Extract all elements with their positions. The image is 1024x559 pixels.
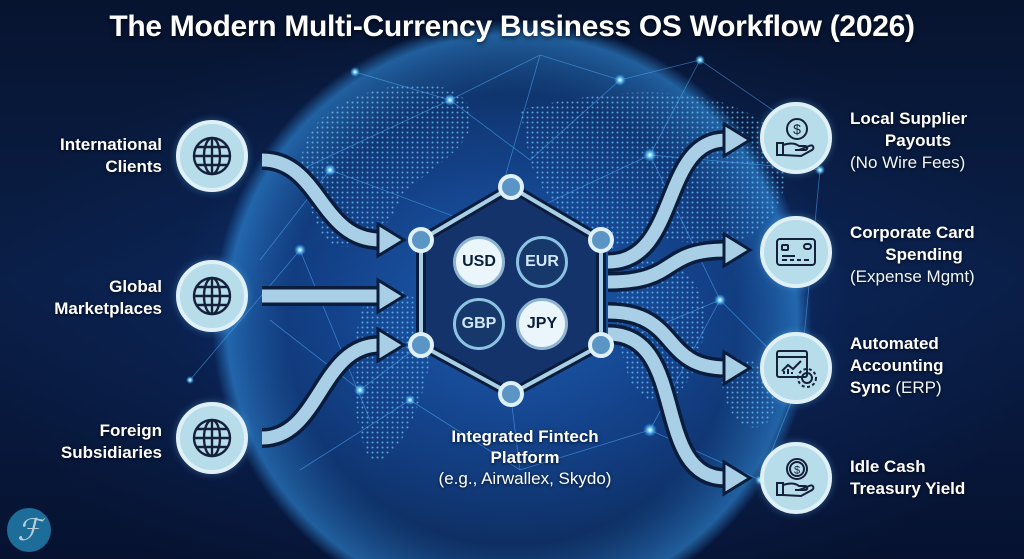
arrow-international-clients <box>261 150 407 259</box>
currency-usd: USD <box>453 236 505 288</box>
source-label-international-clients: International Clients <box>59 135 162 176</box>
page-title: The Modern Multi-Currency Business OS Wo… <box>109 10 915 43</box>
output-corporate-card-spending <box>760 216 832 288</box>
currency-gbp: GBP <box>453 298 505 350</box>
arrow-automated-accounting <box>607 302 753 387</box>
svg-text:$: $ <box>794 465 800 477</box>
hub-node-bottom-left <box>408 332 434 358</box>
hub-node-top-left <box>408 227 434 253</box>
output-idle-cash-treasury-yield: $ <box>760 442 832 514</box>
globe-icon <box>192 418 232 458</box>
hub-node-top <box>498 174 524 200</box>
output-label-local-supplier-payouts: Local Supplier Payouts (No Wire Fees) <box>850 109 968 172</box>
hub-node-bottom <box>498 381 524 407</box>
globe-icon <box>192 136 232 176</box>
arrow-idle-cash-treasury <box>607 324 753 497</box>
currency-jpy: JPY <box>516 298 568 350</box>
output-label-idle-cash-treasury-yield: Idle Cash Treasury Yield <box>850 457 966 498</box>
arrow-corporate-card-spending <box>607 231 753 292</box>
currency-eur: EUR <box>516 236 568 288</box>
hub-node-bottom-right <box>588 332 614 358</box>
hub-node-top-right <box>588 227 614 253</box>
arrow-foreign-subsidiaries <box>261 326 407 448</box>
output-label-corporate-card-spending: Corporate Card Spending (Expense Mgmt) <box>850 223 975 286</box>
coin-hand-icon: $ <box>776 458 815 498</box>
source-international-clients <box>176 120 248 192</box>
source-foreign-subsidiaries <box>176 402 248 474</box>
analytics-gear-icon <box>776 350 817 388</box>
source-label-foreign-subsidiaries: Foreign Subsidiaries <box>60 421 162 462</box>
credit-card-icon <box>776 238 816 266</box>
output-local-supplier-payouts: $ <box>760 102 832 174</box>
source-global-marketplaces <box>176 260 248 332</box>
svg-text:$: $ <box>793 121 801 137</box>
arrow-local-supplier-payouts <box>607 121 753 272</box>
brand-logo: ℱ <box>7 508 51 552</box>
source-label-global-marketplaces: Global Marketplaces <box>54 277 162 318</box>
hub-label: Integrated Fintech Platform (e.g., Airwa… <box>438 427 612 488</box>
output-label-automated-accounting-sync: Automated Accounting Sync (ERP) <box>850 334 944 397</box>
output-automated-accounting-sync <box>760 332 832 404</box>
globe-icon <box>192 276 232 316</box>
arrow-global-marketplaces <box>262 277 407 315</box>
hand-dollar-icon: $ <box>776 118 815 158</box>
